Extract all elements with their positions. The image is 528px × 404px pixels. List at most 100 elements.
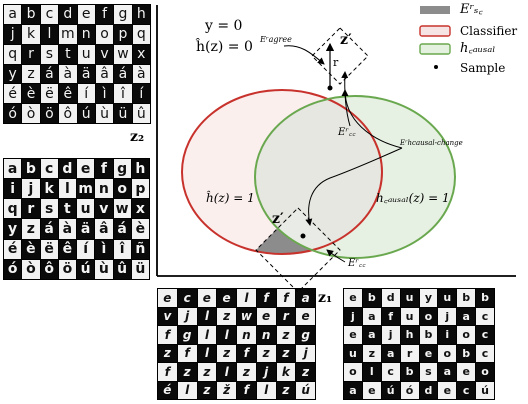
- letter-cell: l: [362, 363, 381, 381]
- letter-cell: é: [4, 239, 22, 259]
- letter-cell: b: [362, 289, 381, 307]
- letter-cell: ü: [131, 259, 149, 279]
- letter-cell: z: [237, 363, 256, 381]
- condition-h: ĥ(z) = 0: [196, 39, 253, 55]
- letter-cell: g: [113, 159, 131, 179]
- letter-cell: a: [4, 159, 22, 179]
- causal-boundary: [254, 95, 456, 259]
- letter-cell: í: [132, 84, 150, 104]
- letter-cell: j: [381, 326, 400, 344]
- letter-cell: a: [362, 307, 381, 325]
- letter-cell: u: [344, 344, 362, 362]
- letter-cell: h: [131, 159, 149, 179]
- letter-cell: f: [256, 289, 276, 307]
- classifier-boundary: [181, 89, 383, 255]
- letter-cell: l: [197, 326, 217, 344]
- letter-cell: v: [95, 44, 114, 64]
- letter-cell: s: [419, 363, 438, 381]
- letter-cell: z: [197, 363, 217, 381]
- legend-label-esc: Eʳₛ꜀: [460, 2, 483, 17]
- letter-cell: í: [77, 84, 95, 104]
- pointer-hcausal-change-2: [341, 89, 403, 149]
- letter-cell: b: [22, 159, 40, 179]
- letter-cell: j: [344, 307, 362, 325]
- letter-cell: u: [400, 289, 419, 307]
- letter-cell: ö: [58, 259, 76, 279]
- letter-cell: f: [158, 326, 177, 344]
- letter-cell: î: [114, 84, 132, 104]
- z-prime-top-label: z′: [340, 32, 352, 48]
- letter-cell: c: [476, 326, 494, 344]
- letter-cell: ž: [217, 381, 236, 399]
- letter-cell: ó: [4, 259, 22, 279]
- letter-cell: o: [113, 179, 131, 199]
- letter-cell: è: [131, 219, 149, 239]
- letter-cell: c: [476, 344, 494, 362]
- letter-cell: z: [296, 363, 315, 381]
- letter-cell: q: [4, 44, 22, 64]
- letter-cell: z: [158, 344, 177, 362]
- letter-cell: g: [296, 326, 315, 344]
- z-prime-bottom-label: z′: [272, 211, 284, 227]
- letter-cell: l: [40, 24, 59, 44]
- letter-cell: z: [362, 344, 381, 362]
- letter-cell: i: [4, 179, 22, 199]
- letter-cell: à: [59, 64, 77, 84]
- e-cc-bottom-label: Eʳ꜀꜀: [348, 258, 366, 269]
- letter-cell: y: [4, 64, 22, 84]
- letter-cell: y: [4, 219, 22, 239]
- letter-cell: w: [113, 199, 131, 219]
- letter-cell: a: [4, 5, 22, 24]
- letter-cell: y: [419, 289, 438, 307]
- letter-cell: e: [438, 381, 457, 399]
- letter-cell: f: [95, 159, 113, 179]
- letter-cell: e: [77, 159, 95, 179]
- letter-cell: c: [381, 363, 400, 381]
- letter-cell: k: [276, 363, 296, 381]
- letter-cell: a: [344, 381, 362, 399]
- letter-cell: l: [217, 326, 236, 344]
- letter-cell: e: [344, 326, 362, 344]
- letter-cell: û: [113, 259, 131, 279]
- letter-cell: h: [132, 5, 150, 24]
- letter-cell: c: [476, 307, 494, 325]
- letter-cell: l: [177, 381, 197, 399]
- letter-cell: f: [158, 363, 177, 381]
- letter-cell: ú: [381, 381, 400, 399]
- legend-swatch-esc: [420, 6, 450, 14]
- letter-cell: j: [4, 24, 22, 44]
- letter-cell: í: [77, 239, 95, 259]
- letter-cell: l: [237, 289, 256, 307]
- letter-cell: e: [457, 363, 476, 381]
- letter-cell: ò: [22, 104, 40, 123]
- letter-cell: ô: [40, 259, 58, 279]
- legend-swatch-classifier: [419, 25, 451, 37]
- letter-cell: ú: [476, 381, 494, 399]
- letter-cell: b: [476, 289, 494, 307]
- x-axis-label: z₁: [318, 290, 333, 306]
- letter-cell: ù: [95, 259, 113, 279]
- letter-cell: ì: [95, 239, 113, 259]
- letter-cell: è: [22, 239, 40, 259]
- letter-cell: û: [132, 104, 150, 123]
- letter-cell: f: [276, 289, 296, 307]
- letter-cell: ó: [4, 104, 22, 123]
- letter-cell: a: [296, 289, 315, 307]
- letter-cell: z: [256, 344, 276, 362]
- letter-cell: ë: [40, 239, 58, 259]
- letter-cell: e: [77, 5, 95, 24]
- radius-label: r: [333, 56, 339, 69]
- letter-cell: q: [132, 24, 150, 44]
- e-hcausal-change-label: Eʳhcausal-change: [400, 139, 463, 147]
- letter-cell: x: [131, 199, 149, 219]
- letter-cell: b: [457, 289, 476, 307]
- letter-cell: e: [197, 289, 217, 307]
- letter-cell: k: [40, 179, 58, 199]
- letter-cell: p: [131, 179, 149, 199]
- letter-cell: n: [77, 24, 95, 44]
- letter-cell: n: [95, 179, 113, 199]
- letter-cell: t: [58, 199, 76, 219]
